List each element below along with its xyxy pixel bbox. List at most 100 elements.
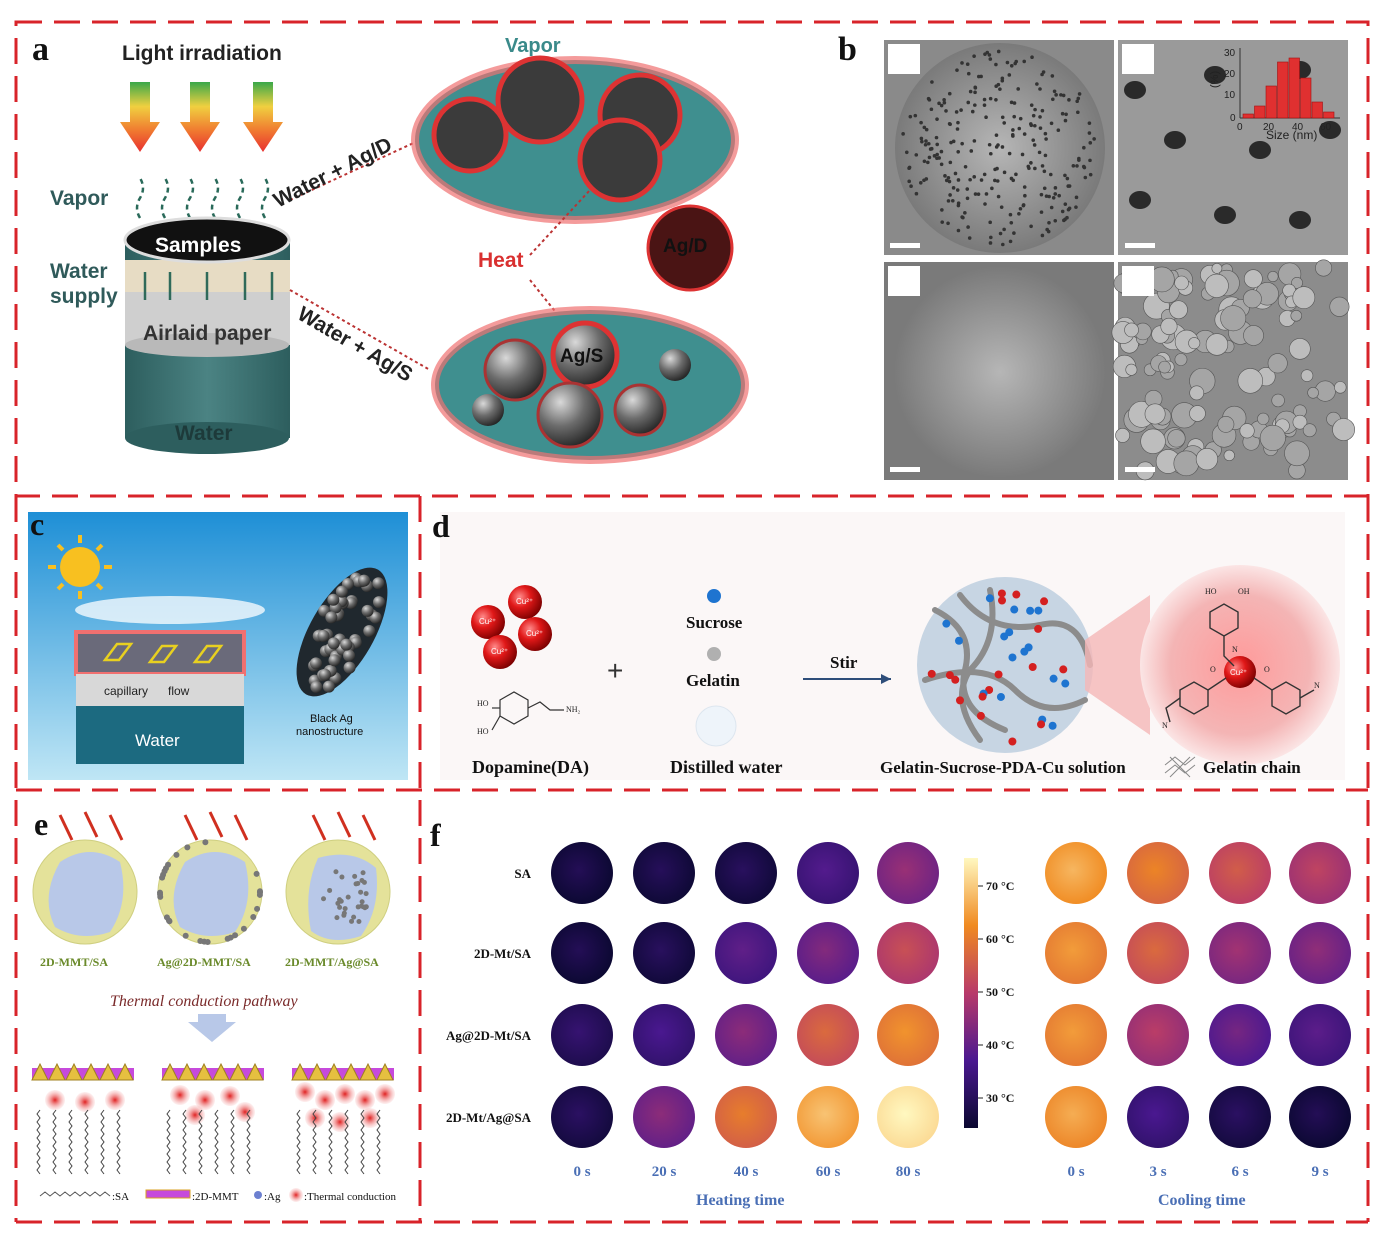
thermal-image-heating: [797, 922, 859, 984]
sem-pore: [1033, 124, 1037, 128]
row-labels: SA2D-Mt/SAAg@2D-Mt/SA2D-Mt/Ag@SA: [446, 866, 532, 1125]
sem-grain: [1221, 306, 1246, 331]
colorbar: [964, 858, 978, 1128]
solution-molecule: [951, 676, 959, 684]
solution-molecule: [1029, 663, 1037, 671]
thermal-conduction-dot: [75, 1092, 95, 1112]
ag-dot: [342, 911, 347, 916]
ag-nanoparticle: [373, 596, 385, 608]
solution-molecule: [1037, 720, 1045, 728]
light-arrow-icon: [120, 82, 160, 152]
vapor-label-top: Vapor: [505, 35, 561, 57]
ag-dot: [327, 888, 332, 893]
sem-pore: [990, 187, 994, 191]
sem-pore: [955, 68, 959, 72]
sem-pore: [979, 75, 983, 79]
complex-n: N: [1232, 645, 1238, 654]
sem-pore: [1014, 173, 1018, 177]
sem-pore: [1012, 115, 1016, 119]
panel-letter-c: c: [30, 506, 44, 542]
solution-molecule: [942, 620, 950, 628]
row-label: Ag@2D-Mt/SA: [446, 1028, 532, 1043]
cooling-thermal-images: [1045, 842, 1351, 1148]
row-label: 2D-Mt/Ag@SA: [446, 1110, 532, 1125]
sem-grain: [1268, 271, 1278, 281]
hist-ytick: 20: [1224, 69, 1236, 80]
colorbar-tick-label: 40 °C: [986, 1038, 1014, 1052]
sem-pore: [915, 192, 919, 196]
sem-grain: [1189, 337, 1200, 348]
ag-dot: [361, 904, 366, 909]
thermal-image-heating: [877, 1086, 939, 1148]
thermal-image-cooling: [1289, 922, 1351, 984]
sem-pore: [1072, 164, 1076, 168]
water-supply-label: Water: [50, 260, 108, 283]
ag-dot: [360, 899, 365, 904]
sem-pore: [977, 192, 981, 196]
legend-thermal: :Thermal conduction: [304, 1191, 396, 1203]
sem-grain: [1161, 318, 1177, 334]
sem-pore: [1041, 164, 1045, 168]
sem-pore: [1066, 177, 1070, 181]
ag-dot: [339, 899, 344, 904]
sem-pore: [967, 72, 971, 76]
heating-time-label: Heating time: [696, 1192, 784, 1209]
sem-pore: [949, 161, 953, 165]
sem-pore: [1008, 73, 1012, 77]
ag-nanoparticle: [363, 625, 375, 637]
thermal-conduction-dot: [220, 1086, 240, 1106]
sa-chain: [37, 1110, 40, 1174]
sem-pore: [973, 139, 977, 143]
solution-molecule: [1049, 722, 1057, 730]
sem-pore: [1043, 170, 1047, 174]
thermal-image-cooling: [1209, 922, 1271, 984]
ag-dot: [201, 939, 207, 945]
sucrose-label: Sucrose: [686, 613, 743, 632]
sem-pore: [1057, 128, 1061, 132]
heating-thermal-images: [551, 842, 939, 1148]
vapor-squiggles: [137, 178, 268, 218]
sem-grain: [1175, 276, 1189, 290]
ag-dot: [321, 896, 326, 901]
solution-sphere: [917, 577, 1093, 753]
water-label: Water: [175, 422, 233, 445]
thermal-image-cooling: [1209, 842, 1271, 904]
sem-pore: [964, 165, 968, 169]
sem-pore: [1088, 131, 1092, 135]
sem-pore: [935, 117, 939, 121]
sem-pore: [957, 201, 961, 205]
sem-pore: [1019, 117, 1023, 121]
black-ag-label: Black Ag: [310, 713, 353, 725]
sem-pore: [923, 159, 927, 163]
sem-pore: [1012, 231, 1016, 235]
complex-o-2: O: [1264, 665, 1270, 674]
thermal-image-cooling: [1127, 842, 1189, 904]
sa-chain: [231, 1110, 234, 1174]
sem-pore: [940, 163, 944, 167]
sem-pore: [1029, 161, 1033, 165]
sem-pore: [966, 62, 970, 66]
sem-grain: [1291, 310, 1302, 321]
ag-dot: [257, 892, 263, 898]
hist-ytick: 10: [1224, 90, 1236, 101]
thermal-image-heating: [633, 922, 695, 984]
sem-pore: [984, 115, 988, 119]
heating-time-tick: 0 s: [573, 1164, 590, 1180]
thermal-image-heating: [797, 1004, 859, 1066]
sem-pore: [905, 151, 909, 155]
sem-pore: [1016, 87, 1020, 91]
ag-nanoparticle: [340, 639, 352, 651]
sem-pore: [943, 174, 947, 178]
thermal-image-heating: [877, 1004, 939, 1066]
sem-pore: [1009, 240, 1013, 244]
sem-pore: [907, 180, 911, 184]
thermal-image-heating: [551, 1086, 613, 1148]
sem-pore: [983, 103, 987, 107]
ag-dot: [343, 906, 348, 911]
hist-bar: [1243, 114, 1254, 118]
samples-label: Samples: [155, 234, 241, 257]
sem-pore: [1023, 132, 1027, 136]
panel-e: e 2D-MMT/SA Ag@2D-MMT/SA 2D-MMT/Ag@SA Th…: [32, 806, 396, 1203]
sem-pore: [1021, 153, 1025, 157]
sem-pore: [1059, 93, 1063, 97]
